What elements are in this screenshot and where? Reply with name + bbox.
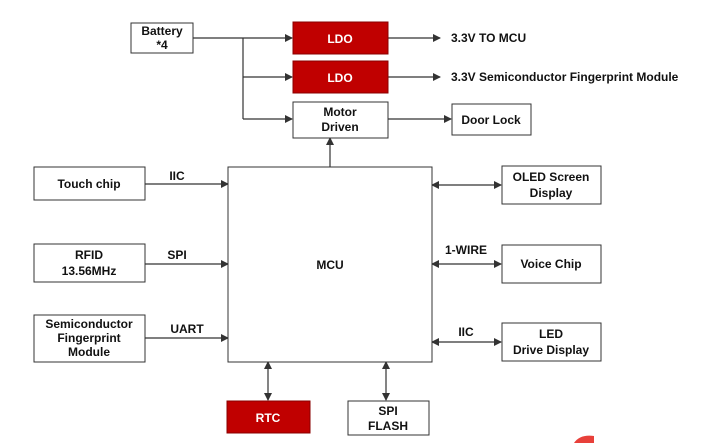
fingerprint-label-line2: Fingerprint — [57, 331, 120, 345]
oled-label-line1: OLED Screen — [513, 170, 590, 184]
ldo-block-1: LDO — [292, 21, 389, 55]
bus-label-led: IIC — [458, 325, 474, 339]
ldo-label-1: LDO — [327, 32, 352, 46]
battery-block: Battery *4 — [130, 22, 194, 54]
door-lock-label: Door Lock — [461, 113, 521, 127]
bus-label-fingerprint: UART — [170, 322, 204, 336]
led-label-line1: LED — [539, 327, 563, 341]
connectors — [145, 34, 502, 401]
motor-label-line1: Motor — [323, 105, 357, 119]
ldo-label-2: LDO — [327, 71, 352, 85]
battery-label-line1: Battery — [141, 24, 183, 38]
voice-chip-block: Voice Chip — [501, 244, 602, 284]
touch-chip-label: Touch chip — [57, 177, 120, 191]
motor-driven-block: Motor Driven — [292, 101, 389, 139]
mcu-block: MCU — [227, 166, 433, 363]
fingerprint-label-line3: Module — [68, 345, 110, 359]
spi-flash-label-line1: SPI — [378, 404, 397, 418]
corner-logo-fragment — [574, 435, 594, 443]
led-display-block: LED Drive Display — [501, 322, 602, 362]
door-lock-block: Door Lock — [451, 103, 532, 136]
rtc-label: RTC — [256, 411, 281, 425]
spi-flash-label-line2: FLASH — [368, 419, 408, 433]
led-label-line2: Drive Display — [513, 343, 589, 357]
ldo1-output-label: 3.3V TO MCU — [451, 31, 526, 45]
motor-label-line2: Driven — [321, 120, 358, 134]
oled-screen-block: OLED Screen Display — [501, 165, 602, 205]
rtc-block: RTC — [226, 400, 311, 434]
rfid-label-line1: RFID — [75, 248, 103, 262]
ldo2-output-label: 3.3V Semiconductor Fingerprint Module — [451, 70, 679, 84]
ldo-block-2: LDO — [292, 60, 389, 94]
battery-label-line2: *4 — [156, 38, 168, 52]
bus-label-touch: IIC — [169, 169, 185, 183]
rfid-label-line2: 13.56MHz — [62, 264, 117, 278]
spi-flash-block: SPI FLASH — [347, 400, 430, 436]
mcu-label: MCU — [316, 258, 343, 272]
fingerprint-label-line1: Semiconductor — [45, 317, 133, 331]
bus-label-voice: 1-WIRE — [445, 243, 487, 257]
bus-label-rfid: SPI — [167, 248, 186, 262]
rfid-block: RFID 13.56MHz — [33, 243, 146, 283]
voice-chip-label: Voice Chip — [520, 257, 581, 271]
oled-label-line2: Display — [530, 186, 573, 200]
fingerprint-module-block: Semiconductor Fingerprint Module — [33, 314, 146, 363]
touch-chip-block: Touch chip — [33, 166, 146, 201]
